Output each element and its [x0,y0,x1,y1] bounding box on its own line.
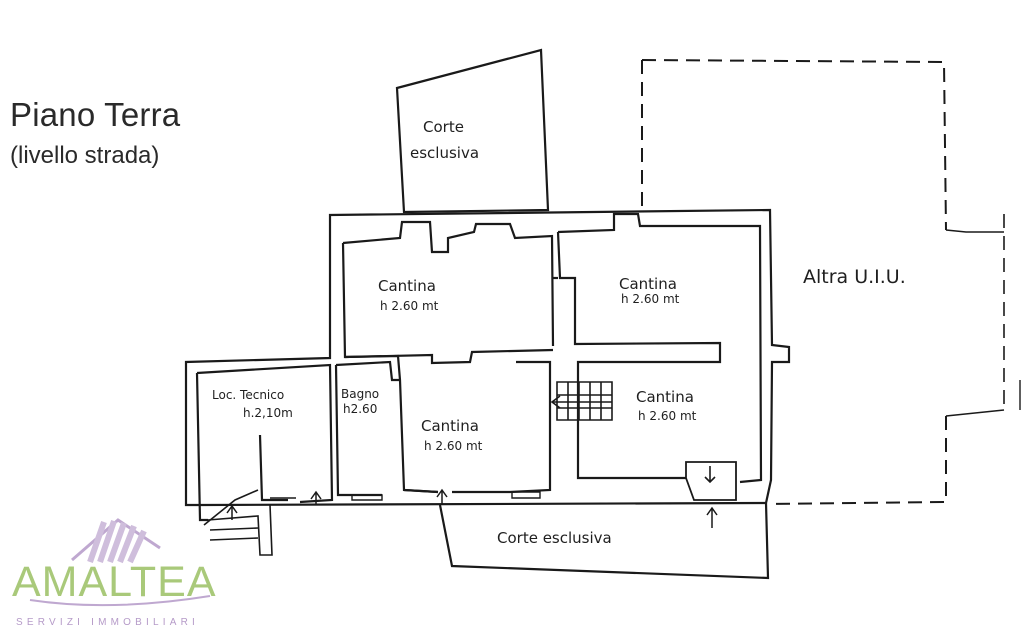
cantina-bc-height: h 2.60 mt [424,439,483,453]
cantina-tr-name: Cantina [619,275,677,293]
corte-top-line1: Corte [423,118,464,136]
logo-tagline: SERVIZI IMMOBILIARI [16,617,199,628]
loc-tecnico-name: Loc. Tecnico [212,388,284,402]
outer-wall [184,208,791,507]
corte-bottom-outline [438,502,770,580]
plan-subtitle: (livello strada) [10,142,160,169]
bagno-height: h2.60 [343,402,377,416]
plan-title: Piano Terra [10,96,181,133]
cantina-tr-walls [557,212,763,484]
loc-tecnico-height: h.2,10m [243,406,293,420]
bagno-name: Bagno [341,387,379,401]
cantina-br-name: Cantina [636,388,694,406]
bagno-walls [334,360,400,497]
entry-arrows [226,488,718,528]
step-box [685,461,737,501]
altra-uiu-label: Altra U.I.U. [803,266,906,288]
cantina-tl-name: Cantina [378,277,436,295]
altra-uiu-outline [641,59,947,505]
cantina-tr-height: h 2.60 mt [621,292,680,306]
cantina-bc-name: Cantina [421,417,479,435]
logo-wordmark: AMALTEA [12,558,217,606]
exterior-stairs [203,489,273,556]
outer-wall-inner [342,220,555,347]
corte-top-outline [395,48,550,214]
stairs [550,381,613,421]
corte-bottom-name: Corte esclusiva [497,529,612,547]
corte-top-line2: esclusiva [410,144,479,162]
cantina-tl-height: h 2.60 mt [380,299,439,313]
logo-mark-icon [29,518,211,607]
cantina-bc-walls [403,360,552,494]
cantina-br-height: h 2.60 mt [638,409,697,423]
